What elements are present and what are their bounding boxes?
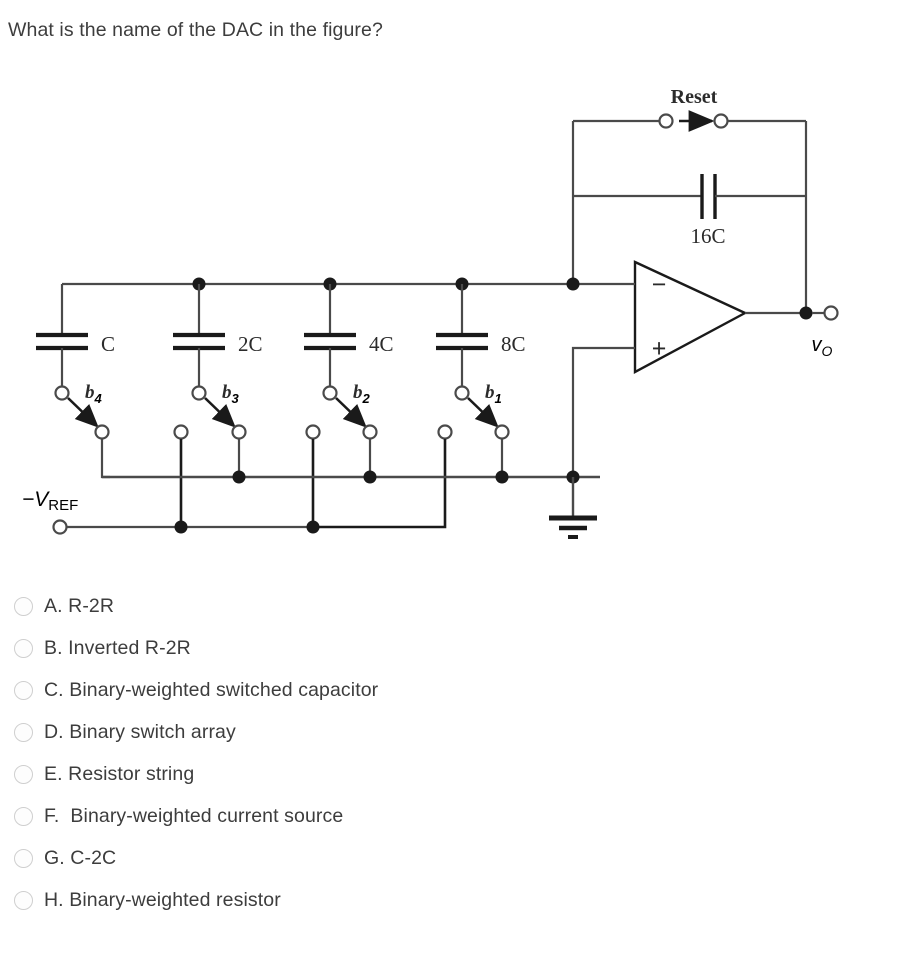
opamp-triangle: [633, 260, 748, 375]
ground-rail: [102, 470, 600, 484]
radio-button-f[interactable]: [14, 806, 33, 826]
summing-node-dot-opamp: [566, 277, 580, 291]
output-terminal-group: vO: [799, 305, 839, 359]
opamp: − +: [571, 260, 806, 477]
reset-branch: Reset: [573, 86, 806, 132]
option-row-a[interactable]: A. R-2R: [0, 585, 898, 627]
switch-b2-blade[interactable]: [335, 397, 367, 428]
capacitor-branch-8c: 8C b1: [313, 284, 526, 529]
option-label-a: A. R-2R: [44, 595, 115, 617]
output-junction-dot: [799, 306, 813, 320]
output-terminal-circle[interactable]: [823, 305, 839, 321]
switch-b3-throw-left[interactable]: [173, 424, 189, 440]
switch-b2-throw-right[interactable]: [362, 424, 378, 440]
switch-b2-throw-left[interactable]: [305, 424, 321, 440]
switch-b4-throw-right[interactable]: [94, 424, 110, 440]
radio-button-c[interactable]: [14, 680, 33, 700]
option-label-d: D. Binary switch array: [44, 721, 236, 743]
ground-rail-dot-b2: [363, 470, 377, 484]
switch-b1-throw-right[interactable]: [494, 424, 510, 440]
reset-switch-terminal-right[interactable]: [713, 113, 729, 129]
cap-4c-label: 4C: [369, 332, 394, 356]
switch-b1-blade[interactable]: [467, 397, 499, 428]
radio-button-h[interactable]: [14, 890, 33, 910]
switch-b4-pole[interactable]: [54, 385, 70, 401]
option-label-e: E. Resistor string: [44, 763, 195, 785]
switch-b1-pole[interactable]: [454, 385, 470, 401]
switch-b3-label: b3: [222, 382, 240, 406]
vref-terminal-circle[interactable]: [52, 519, 68, 535]
feedback-capacitor-branch: 16C: [573, 174, 806, 248]
capacitor-branch-c: C b4: [36, 284, 115, 479]
answer-options-list: A. R-2R B. Inverted R-2R C. Binary-weigh…: [0, 585, 898, 921]
option-row-e[interactable]: E. Resistor string: [0, 753, 898, 795]
radio-button-d[interactable]: [14, 722, 33, 742]
switch-b3-blade[interactable]: [204, 397, 236, 428]
switch-b1-label: b1: [485, 382, 502, 406]
switch-b3-pole[interactable]: [191, 385, 207, 401]
circuit-figure: Reset 16C − +: [0, 62, 898, 562]
question-stem: What is the name of the DAC in the figur…: [8, 19, 383, 41]
vref-label: −VREF: [22, 488, 78, 514]
option-row-f[interactable]: F. Binary-weighted current source: [0, 795, 898, 837]
opamp-inverting-sign: −: [652, 270, 667, 299]
option-row-g[interactable]: G. C-2C: [0, 837, 898, 879]
radio-button-b[interactable]: [14, 638, 33, 658]
cap-8c-label: 8C: [501, 332, 526, 356]
switch-b3-throw-right[interactable]: [231, 424, 247, 440]
switch-b2-pole[interactable]: [322, 385, 338, 401]
capacitor-branch-4c: 4C b2: [304, 284, 394, 527]
capacitor-branch-2c: 2C b3: [173, 284, 263, 527]
switch-b1-throw-left[interactable]: [437, 424, 453, 440]
option-row-b[interactable]: B. Inverted R-2R: [0, 627, 898, 669]
switch-b4-blade[interactable]: [67, 397, 99, 428]
option-label-c: C. Binary-weighted switched capacitor: [44, 679, 379, 701]
option-row-h[interactable]: H. Binary-weighted resistor: [0, 879, 898, 921]
option-label-h: H. Binary-weighted resistor: [44, 889, 281, 911]
switch-b1-throw-left-lead: [313, 439, 447, 529]
option-row-d[interactable]: D. Binary switch array: [0, 711, 898, 753]
cap-c-label: C: [101, 332, 115, 356]
radio-button-g[interactable]: [14, 848, 33, 868]
ground-rail-dot-b3: [232, 470, 246, 484]
output-label: vO: [812, 334, 833, 359]
option-label-g: G. C-2C: [44, 847, 117, 869]
option-label-f: F. Binary-weighted current source: [44, 805, 344, 827]
vref-rail: −VREF: [22, 488, 320, 535]
switch-b4-label: b4: [85, 382, 103, 406]
opamp-noninverting-lead: [571, 346, 635, 477]
ground-rail-dot-b1: [495, 470, 509, 484]
cap-2c-label: 2C: [238, 332, 263, 356]
dac-circuit-svg: Reset 16C − +: [22, 86, 839, 539]
reset-switch-terminal-left[interactable]: [658, 113, 674, 129]
option-label-b: B. Inverted R-2R: [44, 637, 191, 659]
feedback-cap-label: 16C: [690, 224, 725, 248]
switch-b4-throw-right-lead: [100, 439, 110, 479]
radio-button-e[interactable]: [14, 764, 33, 784]
opamp-noninverting-sign: +: [652, 334, 667, 363]
radio-button-a[interactable]: [14, 596, 33, 616]
summing-rail: [62, 277, 580, 291]
option-row-c[interactable]: C. Binary-weighted switched capacitor: [0, 669, 898, 711]
vref-rail-dot-b2: [306, 520, 320, 534]
ground-symbol: [549, 477, 597, 539]
reset-label: Reset: [671, 86, 718, 108]
vref-rail-dot-b3: [174, 520, 188, 534]
switch-b2-label: b2: [353, 382, 371, 406]
